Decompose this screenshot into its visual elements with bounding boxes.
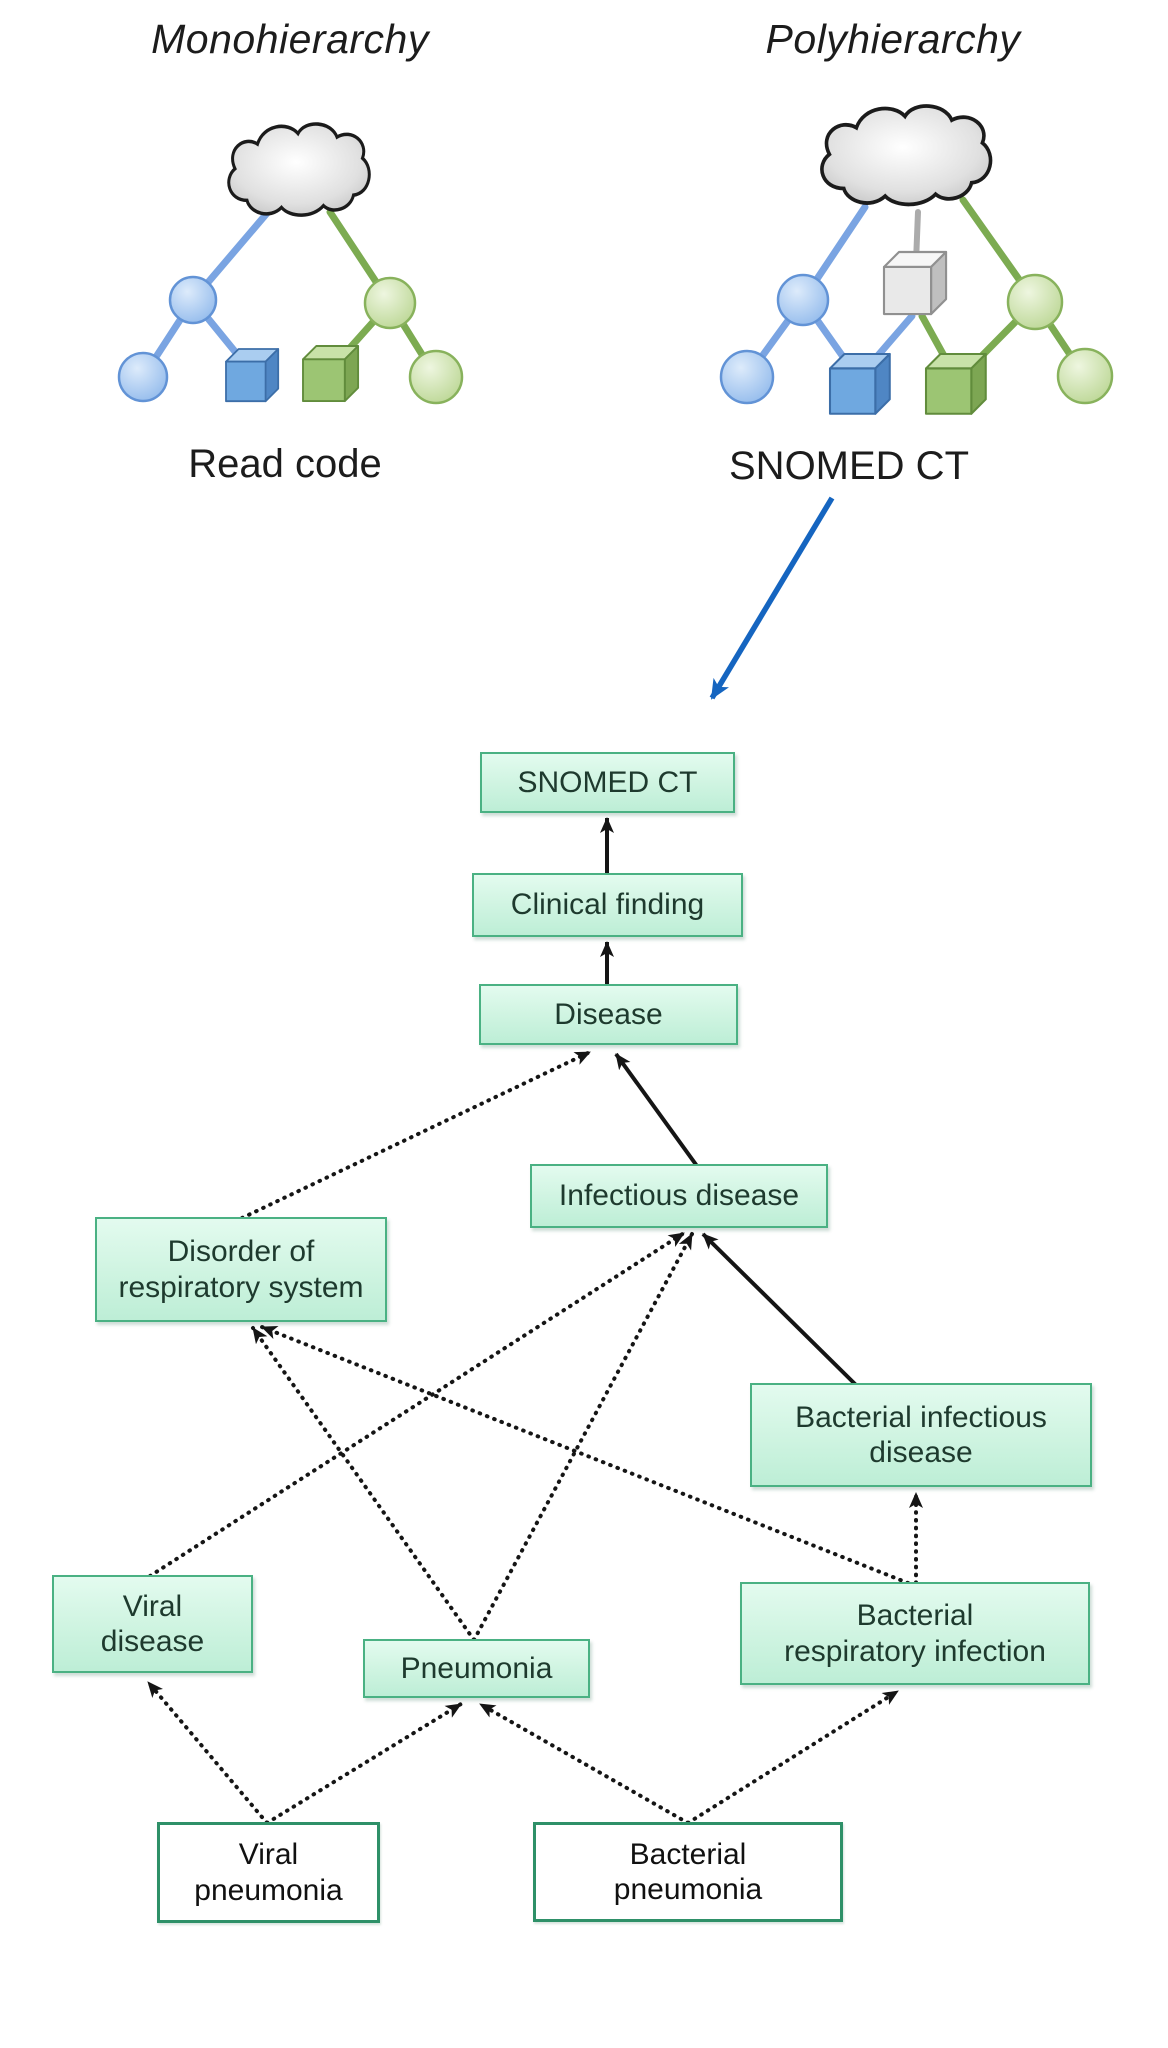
node-bacterial-respiratory-infection: Bacterial respiratory infection bbox=[740, 1582, 1090, 1685]
node-infectious-disease: Infectious disease bbox=[530, 1164, 828, 1228]
green-cube-icon bbox=[302, 345, 360, 403]
polyhierarchy-tree-icon bbox=[719, 104, 1114, 415]
green-cube-icon bbox=[924, 352, 987, 415]
node-bacterial-pneumonia: Bacterial pneumonia bbox=[533, 1822, 843, 1922]
blue-node-icon bbox=[719, 349, 775, 405]
node-disorder-of-respiratory-system: Disorder of respiratory system bbox=[95, 1217, 387, 1322]
node-bacterial-infectious-disease: Bacterial infectious disease bbox=[750, 1383, 1092, 1487]
blue-cube-icon bbox=[828, 352, 891, 415]
pointer-arrow bbox=[709, 496, 835, 700]
green-node-icon bbox=[1056, 347, 1114, 405]
solid-isa-edges bbox=[600, 817, 858, 1387]
node-clinical-finding: Clinical finding bbox=[472, 873, 743, 937]
node-pneumonia: Pneumonia bbox=[363, 1639, 590, 1698]
blue-node-icon bbox=[117, 351, 169, 403]
grey-cube-icon bbox=[882, 250, 948, 316]
dotted-isa-edges bbox=[146, 1050, 923, 1825]
snomed-ct-caption: SNOMED CT bbox=[729, 444, 969, 488]
node-viral-pneumonia: Viral pneumonia bbox=[157, 1822, 380, 1923]
green-node-icon bbox=[1006, 273, 1064, 331]
monohierarchy-title: Monohierarchy bbox=[151, 16, 429, 62]
blue-cube-icon bbox=[225, 348, 280, 403]
node-snomed-ct: SNOMED CT bbox=[480, 752, 735, 813]
blue-node-icon bbox=[168, 275, 218, 325]
blue-node-icon bbox=[776, 273, 830, 327]
cloud-icon bbox=[820, 104, 993, 207]
cloud-icon bbox=[226, 122, 372, 217]
green-node-icon bbox=[408, 349, 464, 405]
read-code-caption: Read code bbox=[188, 442, 382, 486]
node-viral-disease: Viral disease bbox=[52, 1575, 253, 1673]
green-node-icon bbox=[363, 276, 417, 330]
polyhierarchy-title: Polyhierarchy bbox=[765, 16, 1021, 62]
monohierarchy-tree-icon bbox=[117, 122, 464, 405]
node-disease: Disease bbox=[479, 984, 738, 1045]
